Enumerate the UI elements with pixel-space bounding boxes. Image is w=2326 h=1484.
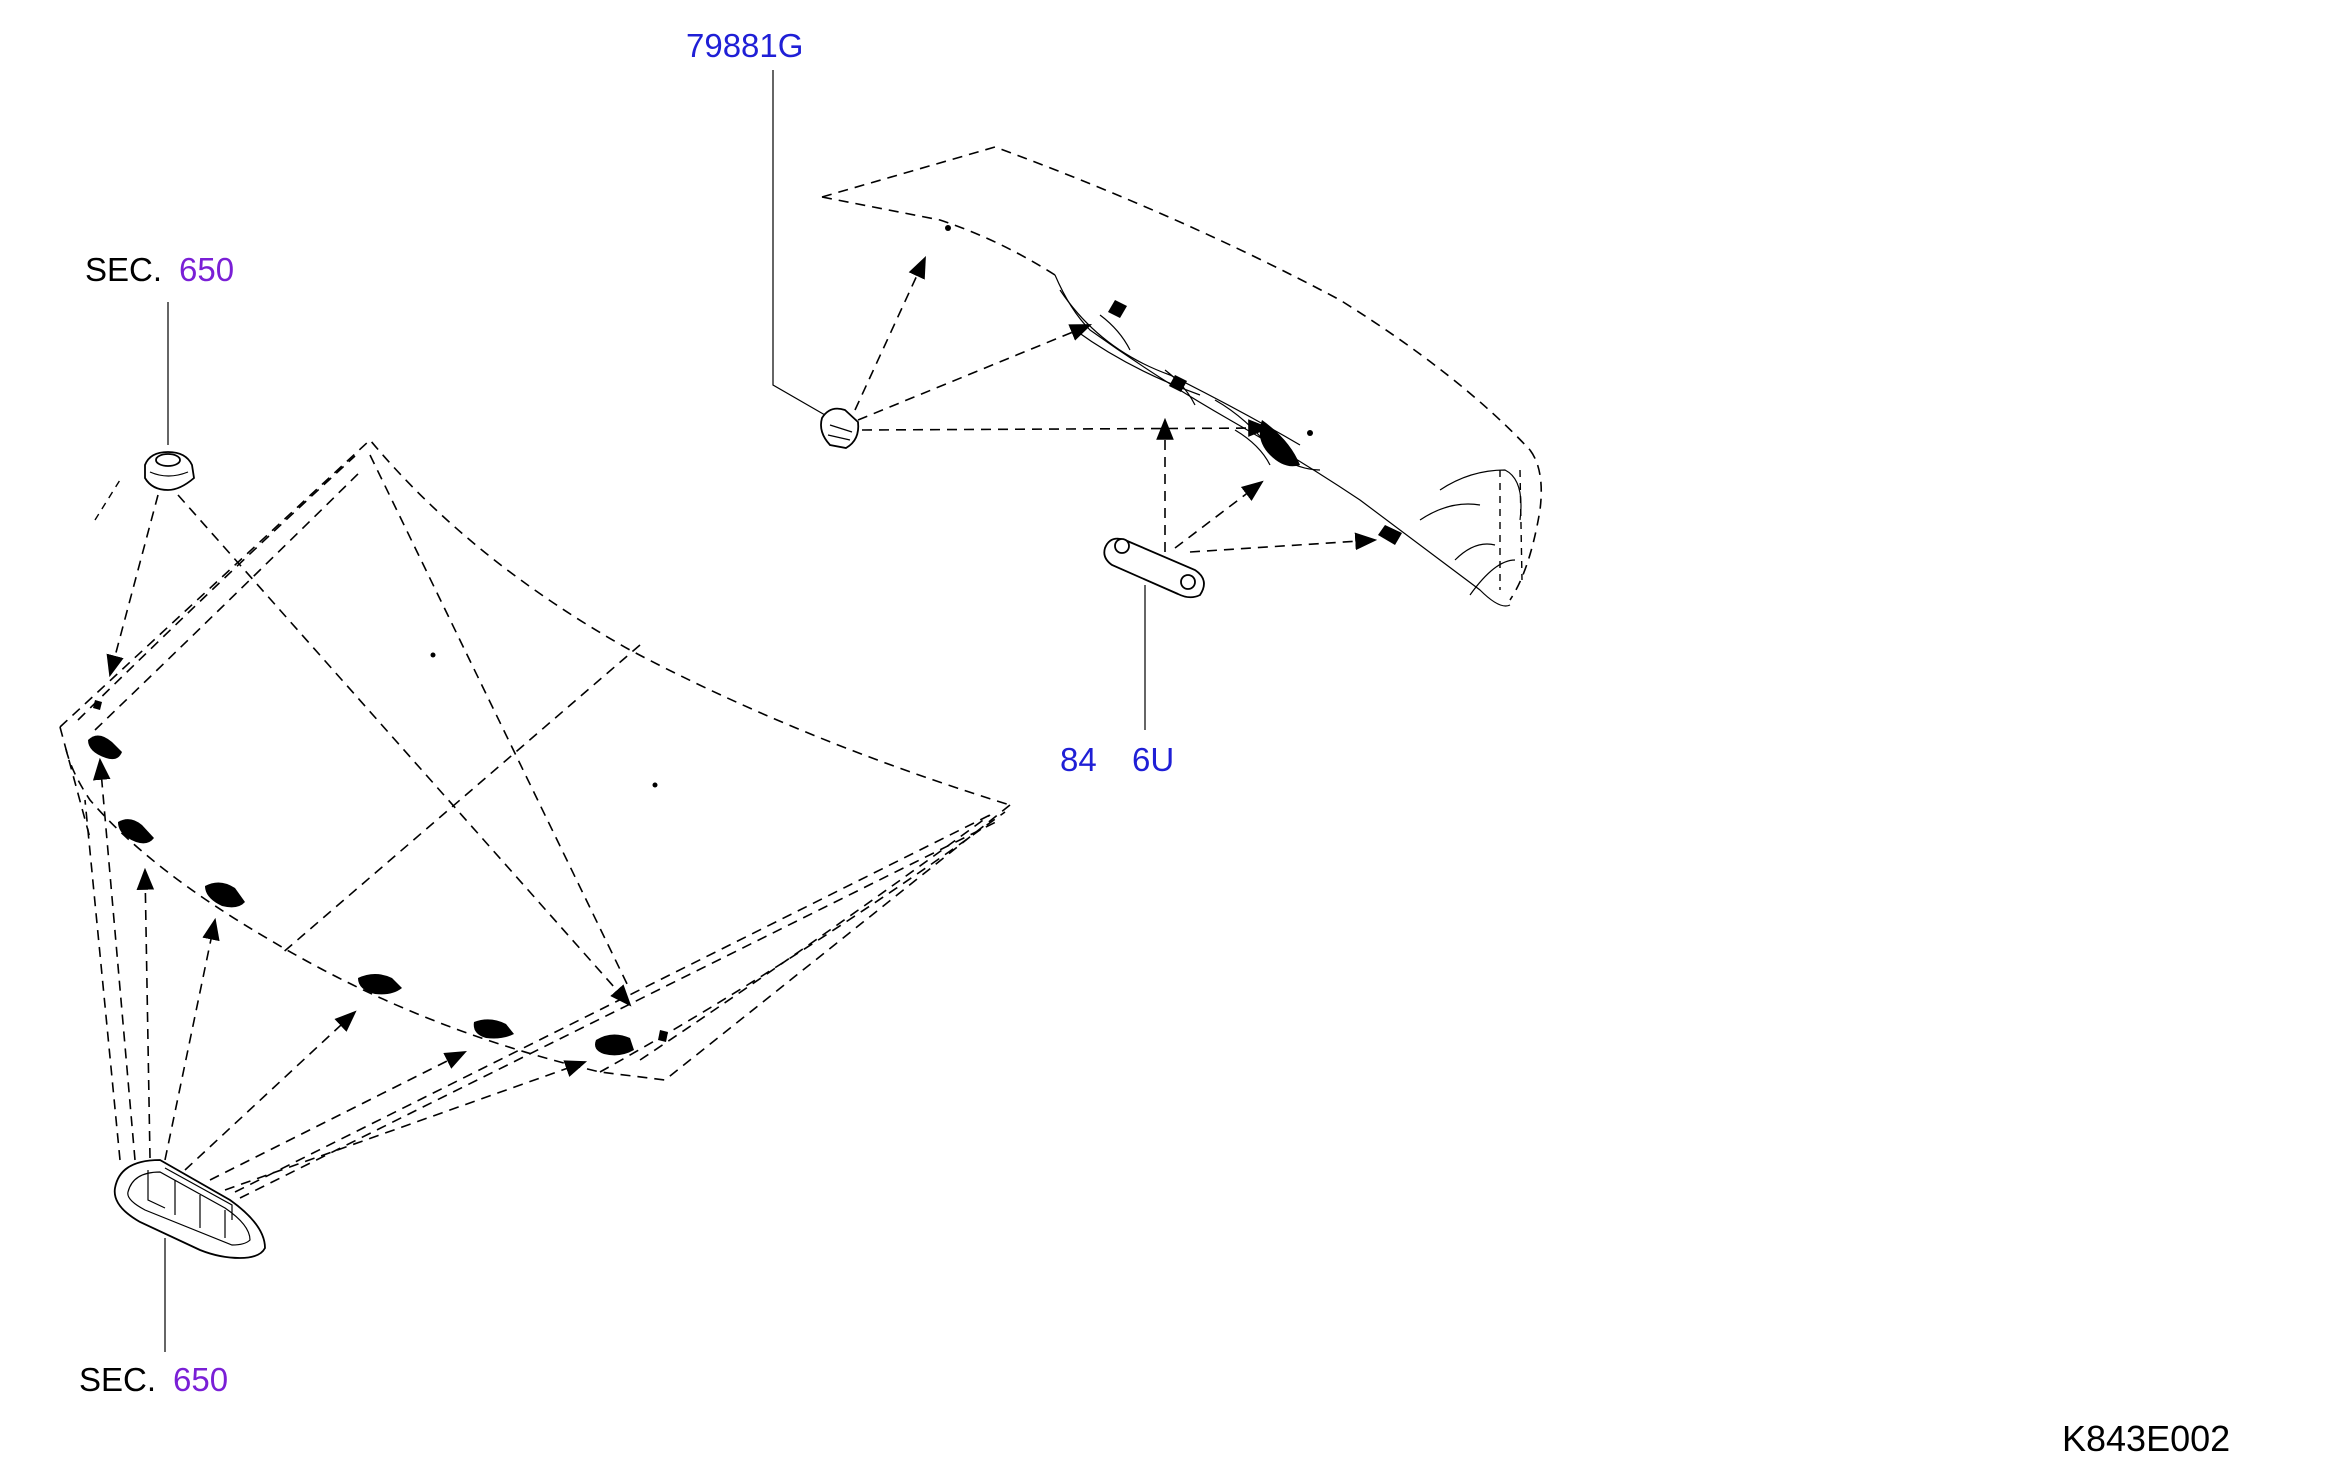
hood-seal-retainer-sec650[interactable] — [113, 1159, 266, 1259]
hood-seal-retainer-arrows — [84, 757, 1001, 1199]
hood-panel — [59, 438, 1011, 1081]
bracket-84-6u-arrows — [1156, 417, 1378, 553]
leader-79881g — [772, 70, 826, 416]
sec-bottom-prefix: SEC. — [79, 1361, 156, 1398]
sec-650-bottom-link[interactable]: 650 — [173, 1361, 228, 1398]
diagram-code: K843E002 — [2062, 1418, 2230, 1459]
part-number-84-6u-tail[interactable]: 6U — [1132, 741, 1174, 778]
trunk-lid-panel — [821, 146, 1543, 607]
hood-bumper-sec650[interactable] — [144, 451, 195, 491]
clip-79881g[interactable] — [820, 407, 860, 449]
bracket-84-6u[interactable] — [1103, 537, 1205, 599]
sec-650-top-link[interactable]: 650 — [179, 251, 234, 288]
part-number-79881g-link[interactable]: 79881G — [686, 27, 803, 64]
label-occlusion — [1098, 740, 1132, 780]
part-number-84-6u-link[interactable]: 84 — [1060, 741, 1097, 778]
hood-bumper-arrows — [106, 494, 632, 1007]
clip-79881g-arrows — [854, 256, 1271, 437]
sec-top-prefix: SEC. — [85, 251, 162, 288]
